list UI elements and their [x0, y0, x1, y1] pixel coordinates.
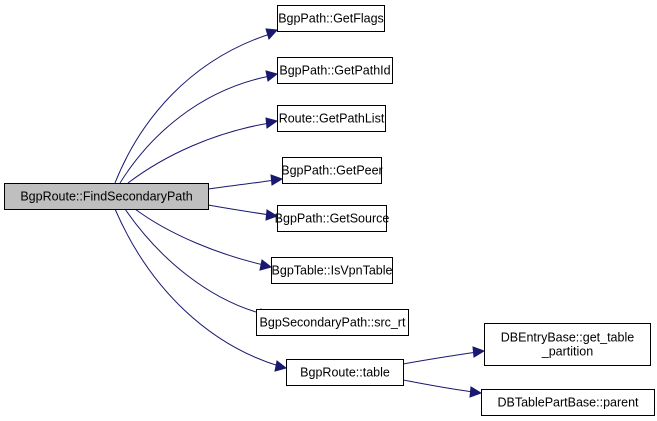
node-label: BgpPath::GetPeer — [281, 164, 382, 178]
arrowhead — [265, 209, 279, 221]
arrowhead — [259, 259, 273, 271]
node-box — [256, 309, 409, 336]
node-get-path-list[interactable]: Route::GetPathList — [277, 105, 386, 132]
node-label: BgpPath::GetSource — [275, 212, 390, 226]
call-edges — [114, 28, 486, 398]
arrowhead — [265, 117, 279, 129]
node-label: BgpPath::GetFlags — [278, 12, 384, 26]
node-get-table-partition[interactable]: DBEntryBase::get_table_partition — [484, 323, 651, 366]
edge-line — [119, 75, 271, 184]
edge-table-to-get-table-partition — [402, 346, 486, 365]
node-box — [282, 157, 382, 184]
node-box — [481, 389, 655, 416]
node-get-flags[interactable]: BgpPath::GetFlags — [277, 5, 385, 32]
arrowhead — [265, 70, 279, 82]
node-table[interactable]: BgpRoute::table — [286, 359, 404, 386]
node-box — [277, 5, 385, 32]
edge-table-to-parent — [402, 379, 483, 398]
node-box — [277, 105, 386, 132]
arrowhead — [265, 28, 279, 41]
node-label: _partition — [541, 345, 593, 359]
edge-line — [114, 33, 271, 184]
function-nodes: BgpRoute::FindSecondaryPath BgpPath::GetF… — [4, 5, 655, 416]
node-label: BgpRoute::table — [300, 366, 390, 380]
arrowhead — [270, 174, 284, 186]
node-label: DBEntryBase::get_table — [501, 331, 634, 345]
node-label: DBTablePartBase::parent — [497, 396, 639, 410]
edge-find-secondary-path-to-get-peer — [207, 174, 284, 190]
node-box — [4, 183, 209, 210]
node-parent[interactable]: DBTablePartBase::parent — [481, 389, 655, 416]
edge-line — [114, 208, 280, 367]
arrowhead — [472, 346, 486, 358]
edge-line — [127, 122, 271, 184]
node-find-secondary-path[interactable]: BgpRoute::FindSecondaryPath — [4, 183, 209, 210]
node-box — [484, 323, 651, 366]
node-src-rt[interactable]: BgpSecondaryPath::src_rt — [256, 309, 409, 336]
node-get-peer[interactable]: BgpPath::GetPeer — [281, 157, 383, 184]
edge-line — [124, 208, 264, 315]
node-label: BgpRoute::FindSecondaryPath — [20, 190, 192, 204]
node-label: BgpSecondaryPath::src_rt — [260, 316, 406, 330]
edge-line — [134, 208, 265, 266]
node-box — [271, 257, 393, 284]
edge-find-secondary-path-to-get-path-id — [119, 70, 279, 184]
node-label: Route::GetPathList — [279, 112, 385, 126]
edge-line — [402, 351, 478, 365]
node-box — [277, 205, 387, 232]
edge-find-secondary-path-to-is-vpn-table — [134, 208, 273, 271]
edge-find-secondary-path-to-get-path-list — [127, 117, 279, 184]
node-box — [277, 57, 393, 84]
edge-find-secondary-path-to-get-source — [207, 204, 279, 221]
node-label: BgpPath::GetPathId — [279, 64, 390, 78]
edge-find-secondary-path-to-table — [114, 208, 288, 372]
node-box — [286, 359, 404, 386]
edge-line — [207, 179, 276, 190]
node-get-path-id[interactable]: BgpPath::GetPathId — [277, 57, 393, 84]
node-is-vpn-table[interactable]: BgpTable::IsVpnTable — [271, 257, 393, 284]
node-label: BgpTable::IsVpnTable — [272, 264, 393, 278]
node-get-source[interactable]: BgpPath::GetSource — [275, 205, 390, 232]
arrowhead — [274, 360, 288, 372]
arrowhead — [469, 386, 483, 398]
edge-find-secondary-path-to-get-flags — [114, 28, 279, 184]
edge-line — [402, 379, 475, 393]
edge-line — [207, 204, 271, 216]
edge-find-secondary-path-to-src-rt — [124, 208, 272, 320]
